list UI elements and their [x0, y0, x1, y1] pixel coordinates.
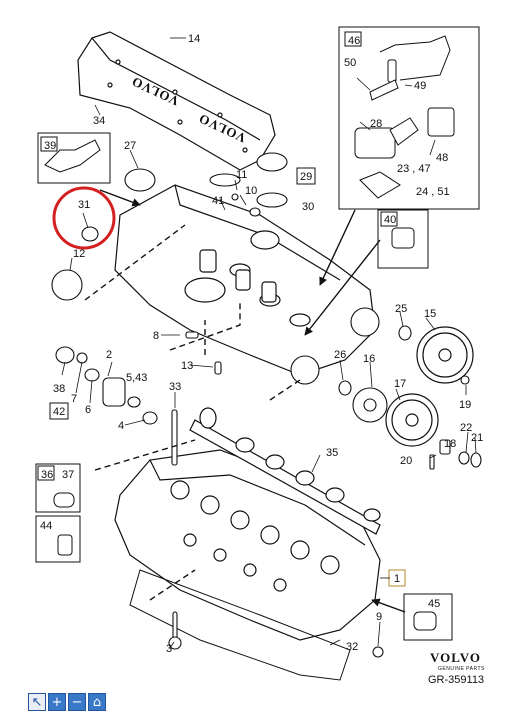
callout-11: 11 — [236, 169, 247, 181]
callout-39: 39 — [44, 140, 56, 152]
callout-29: 29 — [300, 171, 312, 183]
cursor-icon[interactable]: ↖ — [28, 693, 46, 711]
inset-box-36 — [35, 463, 81, 513]
viewer-toolbar: ↖ + − ⌂ — [28, 693, 106, 715]
callout-36: 36 — [41, 469, 53, 481]
inset-parts — [44, 35, 455, 631]
home-icon[interactable]: ⌂ — [88, 693, 106, 711]
callout-46: 46 — [348, 35, 360, 47]
cylinder-head-lower — [114, 449, 381, 641]
pointer-arrows — [99, 189, 406, 613]
callout-23: 23 , 47 — [397, 163, 431, 175]
callout-14: 14 — [188, 33, 200, 45]
callout-38: 38 — [53, 383, 65, 395]
callout-10: 10 — [245, 185, 257, 197]
callout-35: 35 — [326, 447, 338, 459]
cam-gear-lower — [385, 393, 439, 447]
callout-21: 21 — [471, 432, 483, 444]
callout-8: 8 — [153, 330, 159, 342]
zoom-in-icon[interactable]: + — [48, 693, 66, 711]
callout-32: 32 — [346, 641, 358, 653]
callout-45: 45 — [428, 598, 440, 610]
highlight-circle — [52, 186, 116, 250]
camshaft — [189, 407, 381, 535]
inset-box-40 — [377, 209, 429, 269]
callout-4: 4 — [118, 420, 124, 432]
callout-34: 34 — [93, 115, 105, 127]
callout-31: 31 — [78, 199, 90, 211]
head-gasket — [129, 569, 351, 681]
callout-42: 42 — [53, 406, 65, 418]
callout-50: 50 — [344, 57, 356, 69]
zoom-out-icon[interactable]: − — [68, 693, 86, 711]
callout-13: 13 — [181, 360, 193, 372]
callout-15: 15 — [424, 308, 436, 320]
vvt-unit — [290, 307, 388, 423]
cam-gear-upper — [416, 326, 474, 384]
inset-box-39 — [37, 132, 111, 184]
callout-37: 37 — [62, 469, 74, 481]
callout-25: 25 — [395, 303, 407, 315]
callout-44: 44 — [40, 520, 52, 532]
callout-22: 22 — [460, 422, 472, 434]
callout-1: 1 — [394, 573, 400, 585]
callout-49: 49 — [414, 80, 426, 92]
callout-30: 30 — [302, 201, 314, 213]
callout-3: 3 — [166, 643, 172, 655]
callout-17: 17 — [394, 378, 406, 390]
callout-41: 41 — [212, 195, 224, 207]
callout-frame-29 — [296, 167, 316, 185]
callout-48: 48 — [436, 152, 448, 164]
callout-16: 16 — [363, 353, 375, 365]
callout-18: 18 — [444, 438, 456, 450]
callout-28: 28 — [370, 118, 382, 130]
inset-box-44 — [35, 515, 81, 563]
brand-name: VOLVO — [430, 650, 481, 665]
callout-33: 33 — [169, 381, 181, 393]
callout-9: 9 — [376, 611, 382, 623]
guide-lines — [84, 224, 301, 601]
oil-seals — [338, 325, 482, 468]
callout-40: 40 — [384, 214, 396, 226]
callout-frame-42 — [49, 402, 69, 420]
inset-box-45 — [403, 593, 453, 641]
callout-labels: 14 34 27 11 10 41 29 30 46 50 49 28 48 2… — [40, 33, 483, 655]
leader-lines — [61, 37, 477, 649]
callout-5: 5,43 — [126, 372, 147, 384]
valve-cover — [77, 31, 276, 171]
callout-12: 12 — [73, 248, 85, 260]
callout-27: 27 — [124, 140, 136, 152]
callout-6: 6 — [85, 404, 91, 416]
callout-24: 24 , 51 — [416, 186, 450, 198]
callout-7: 7 — [71, 393, 77, 405]
brand-subtitle: GENUINE PARTS — [438, 666, 485, 672]
callout-19: 19 — [459, 399, 471, 411]
inset-box-46 — [338, 26, 480, 210]
diagram-reference: GR-359113 — [428, 674, 484, 686]
callout-20: 20 — [400, 455, 412, 467]
callout-2: 2 — [106, 349, 112, 361]
cylinder-head-upper — [114, 184, 376, 376]
callout-26: 26 — [334, 349, 346, 361]
